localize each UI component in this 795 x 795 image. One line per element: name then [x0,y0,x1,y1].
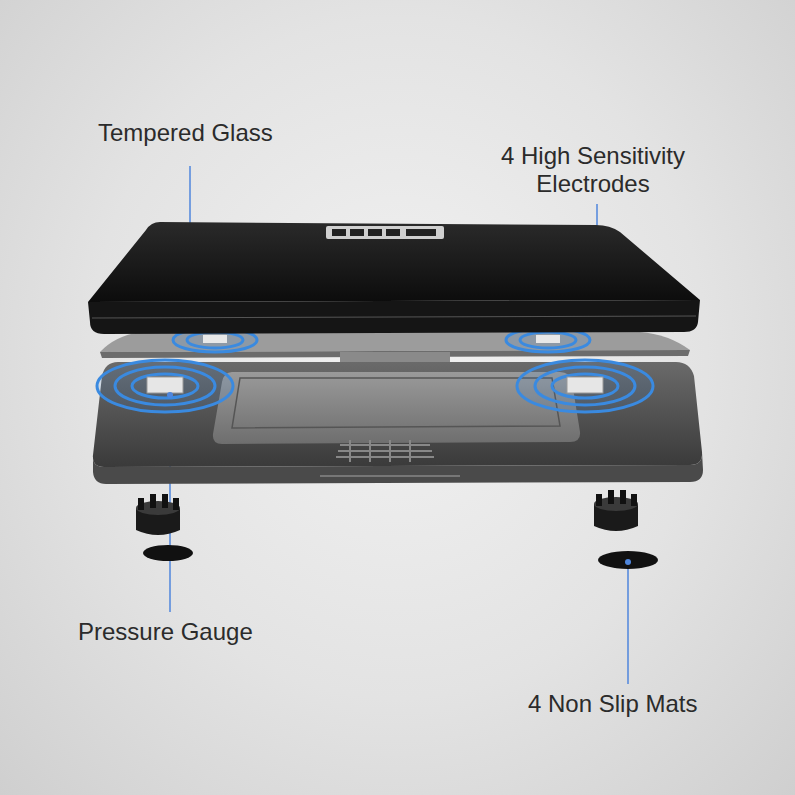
part-label: Tempered Glass [98,119,358,147]
label-wrap: Pressure Gauge [78,618,338,646]
part-label: Pressure Gauge [78,618,338,646]
foot-right [594,490,658,569]
pressure-sensors [97,328,653,412]
part-label: 4 Non Slip Mats [528,690,778,718]
glass-top [88,222,700,334]
part-label: 4 High Sensitivity Electrodes [448,142,738,198]
label-wrap: 4 Non Slip Mats [528,690,778,718]
label-wrap: 4 High Sensitivity Electrodes [448,142,738,198]
label-wrap: Tempered Glass [98,119,358,147]
foot-left [136,494,193,561]
